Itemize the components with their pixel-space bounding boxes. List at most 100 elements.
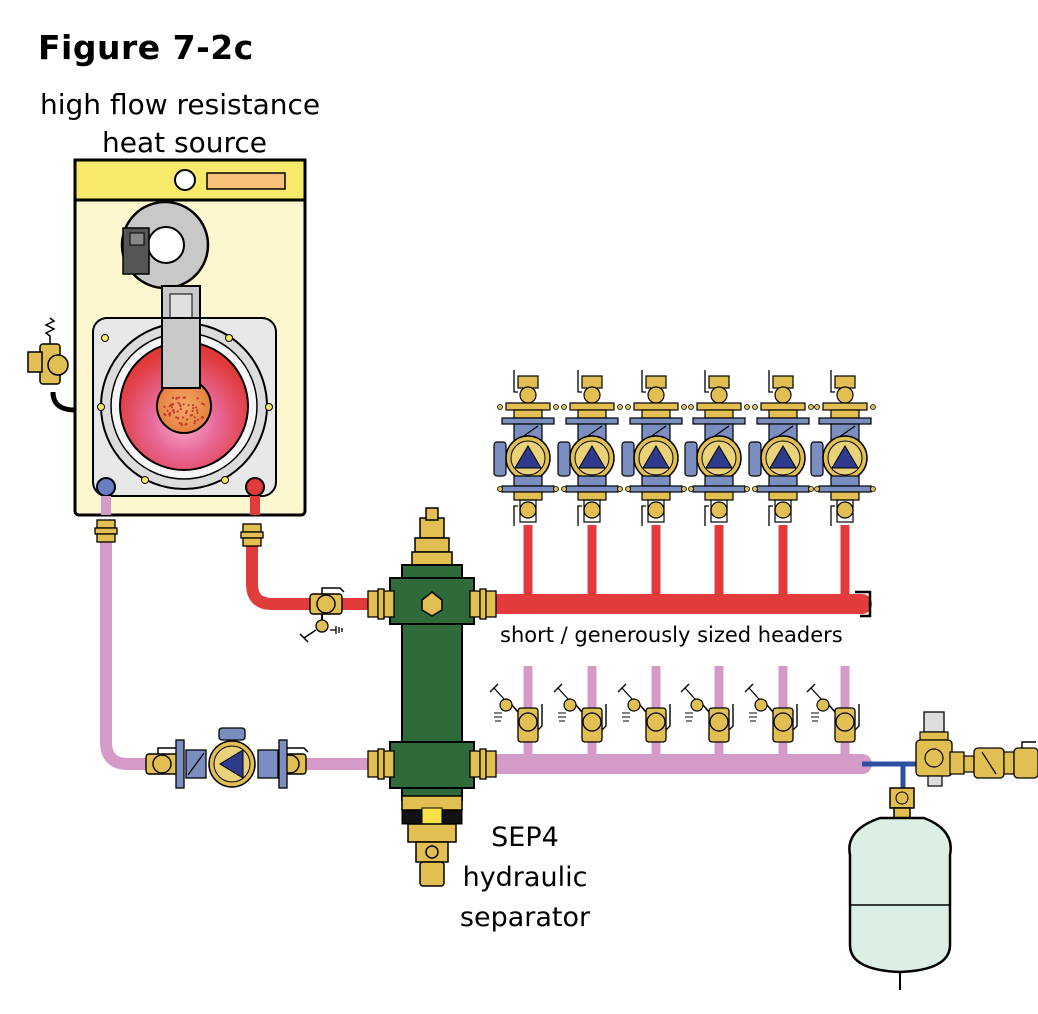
burner-port-dot (182, 403, 185, 406)
air-vent-cap (419, 517, 445, 539)
burner-port-dot (177, 417, 180, 420)
burner-port-dot (194, 406, 198, 409)
burner-port-dot (191, 404, 195, 407)
figure-title: Figure 7-2c (38, 28, 254, 67)
zone-return-balancing-valve (680, 683, 734, 743)
burner-port-dot (170, 403, 173, 406)
headers-label: short / generously sized headers (500, 623, 843, 647)
burner-port-dot (201, 402, 204, 405)
separator-union-system-return (469, 748, 497, 780)
burner-port-dot (163, 405, 166, 408)
boiler-supply-union (240, 523, 264, 547)
expansion-tank (848, 787, 952, 990)
pump-motor-box (621, 441, 635, 477)
boiler-return-port (96, 477, 116, 497)
zone-return-balancing-valve (744, 683, 798, 743)
burner-port-dot (181, 416, 185, 419)
separator-unions (367, 588, 497, 780)
zone-circulator-station (748, 370, 814, 526)
burner-port-dot (189, 414, 192, 417)
burner-port-dot (175, 396, 178, 399)
zone-circulator-station (684, 370, 750, 526)
burner-port-dot (192, 407, 195, 410)
zone-pump-flow-arrow (705, 445, 733, 469)
pump-motor-box (218, 727, 246, 741)
burner-port-dot (185, 422, 188, 426)
burner-port-dot (179, 405, 182, 408)
pump-flange-left (175, 739, 185, 789)
separator-label-line1: SEP4 (491, 822, 559, 853)
zone-pump-flow-arrow (642, 445, 670, 469)
zone-circulators (493, 370, 876, 526)
makeup-shutoff-valve (1013, 747, 1038, 779)
boiler-return-ball-valve-left (145, 747, 181, 775)
burner-port-dot (196, 411, 199, 415)
pump-motor-box (493, 441, 507, 477)
zone-return-balancing-valve (489, 683, 543, 743)
burner-port-dot (168, 404, 171, 408)
burner-port-dot (178, 422, 181, 425)
boiler-unions (94, 519, 264, 547)
zone-return-balancing-valve (806, 683, 860, 743)
relief-valve (27, 317, 76, 413)
pump-motor-box (810, 441, 824, 477)
burner-port-dot (193, 422, 196, 425)
zone-pump-flow-arrow (514, 445, 542, 469)
burner-port-dot (172, 410, 175, 413)
boiler-return-union (94, 519, 118, 543)
burner-port-dot (180, 423, 183, 427)
hydraulic-separator (389, 507, 475, 887)
boiler-supply-pipe (246, 540, 310, 610)
burner-port-dot (178, 403, 181, 406)
burner-port-dot (185, 418, 189, 421)
burner-port-dot (178, 396, 181, 399)
zone-return-valves (489, 683, 860, 743)
zone-pump-flow-arrow (578, 445, 606, 469)
pump-motor-box (684, 441, 698, 477)
gas-valve (122, 227, 150, 275)
zone-circulator-station (621, 370, 687, 526)
boiler-supply-port (245, 477, 265, 497)
prv-cap (923, 711, 945, 733)
burner-port-dot (193, 415, 196, 419)
boiler-loop-valves (145, 587, 345, 775)
separator-union-boiler-supply (367, 588, 395, 620)
boiler-supply-ball-valve (299, 587, 345, 643)
pump-motor-box (748, 441, 762, 477)
burner-port-dot (163, 412, 166, 416)
separator-label-line2: hydraulic (462, 862, 588, 893)
drain-valve (419, 861, 445, 887)
zone-pump-flow-arrow (831, 445, 859, 469)
makeup-water-assembly (915, 711, 1038, 787)
burner-port-dot (171, 396, 175, 399)
boiler-indicator-light (174, 169, 196, 191)
pump-flange-right (278, 739, 288, 789)
zone-circulator-station (810, 370, 876, 526)
boiler-return-pipe (100, 530, 165, 770)
burner-port-dot (175, 416, 178, 419)
burner-port-dot (185, 409, 188, 413)
separator-union-system-supply (469, 588, 497, 620)
heat-source-label-line1: high flow resistance (40, 88, 321, 121)
burner-port-dot (187, 404, 190, 407)
burner-port-dot (196, 418, 199, 421)
pump-motor-box (557, 441, 571, 477)
separator-union-boiler-return (367, 748, 395, 780)
burner-port-dot (196, 409, 199, 412)
supply-drops (523, 525, 850, 602)
burner-port-dot (182, 396, 185, 399)
burner-port-dot (191, 409, 194, 413)
burner-port-dot (166, 409, 169, 412)
zone-circulator-station (493, 370, 559, 526)
burner-port-dot (169, 412, 172, 415)
burner-port-dot (203, 403, 206, 406)
pump-flow-arrow (219, 749, 244, 779)
zone-circulator-station (557, 370, 623, 526)
header-end-cap (855, 590, 872, 618)
burner-port-dot (193, 420, 197, 423)
burner-port-dot (180, 422, 183, 425)
boiler-display (206, 172, 286, 190)
separator-label-line3: separator (459, 902, 591, 933)
burner-port-dot (170, 406, 174, 409)
